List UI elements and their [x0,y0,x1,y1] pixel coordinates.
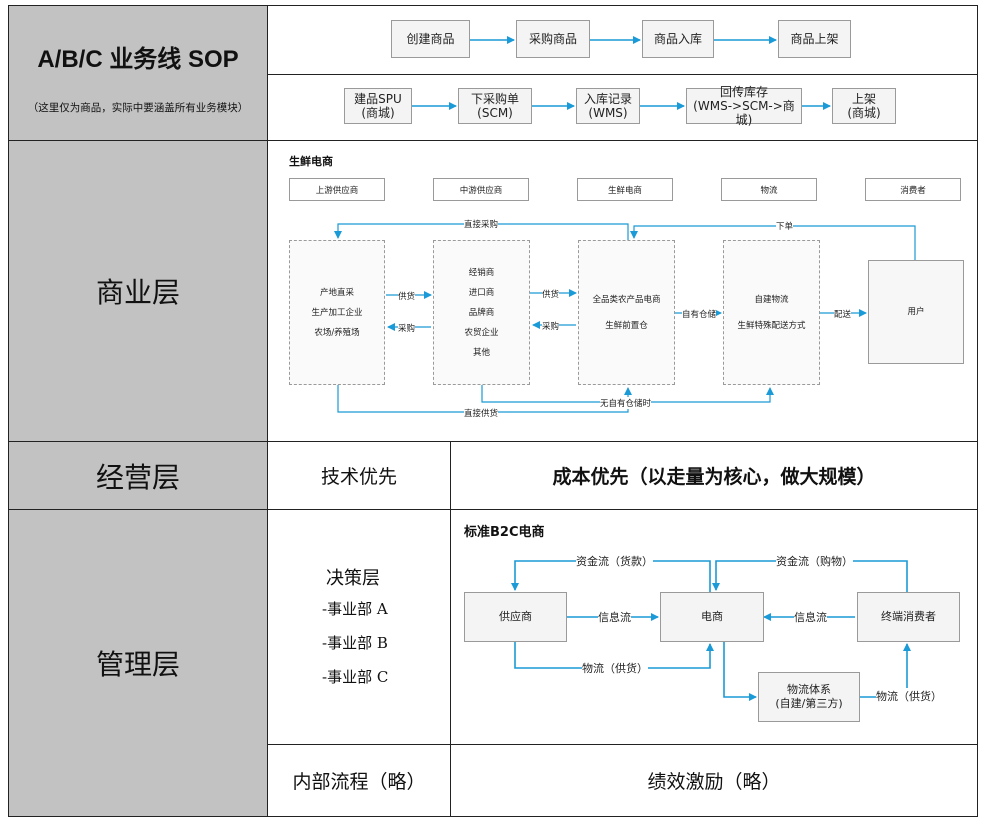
label-direct-purchase: 直接采购 [464,218,499,230]
label-info-2: 信息流 [794,609,827,625]
b2c-consumer-box: 终端消费者 [857,592,960,642]
fresh-header-logistics: 物流 [721,178,817,201]
fresh-header-midstream: 中游供应商 [433,178,529,201]
decision-title: 决策层 [326,568,380,589]
division-a: -事业部 A [322,600,388,618]
label-logistics-supply-2: 物流（供货） [876,688,942,704]
page-title: A/B/C 业务线 SOP [37,46,239,73]
performance-cell: 绩效激励（略） [450,744,978,817]
fresh-upstream-box: 产地直采 生产加工企业 农场/养殖场 [289,240,385,385]
internal-process-text: 内部流程（略） [292,771,426,793]
management-layer-cell: 管理层 [8,509,268,817]
fresh-logistics-box: 自建物流 生鲜特殊配送方式 [723,240,820,385]
flow-stock-in: 商品入库 [642,20,714,58]
label-cash-buy: 资金流（购物） [776,553,853,569]
b2c-supplier-box: 供应商 [464,592,567,642]
label-no-warehouse: 无自有仓储时 [600,397,652,409]
fresh-header-upstream: 上游供应商 [289,178,385,201]
flow-purchase-product: 采购商品 [516,20,590,58]
management-layer-label: 管理层 [95,648,180,681]
tech-first-text: 技术优先 [320,466,397,488]
title-cell: A/B/C 业务线 SOP （这里仅为商品，实际中要涵盖所有业务模块） [8,5,268,141]
sys-shelve: 上架(商城) [832,88,896,124]
business-layer-label: 商业层 [95,276,180,309]
cost-first-cell: 成本优先（以走量为核心，做大规模） [450,441,978,510]
label-delivery: 配送 [834,308,852,320]
b2c-logistics-box: 物流体系 (自建/第三方) [758,672,860,722]
flow-top-cell [267,5,978,75]
fresh-user-box: 用户 [868,260,964,364]
business-layer-cell: 商业层 [8,140,268,442]
decision-cell [267,509,451,745]
sys-return-inventory: 回传库存(WMS->SCM->商城) [686,85,802,127]
label-own-warehouse: 自有仓储 [682,308,717,320]
fresh-header-platform: 生鲜电商 [577,178,673,201]
internal-process-cell: 内部流程（略） [267,744,451,817]
b2c-title: 标准B2C电商 [464,525,545,540]
cost-first-text: 成本优先（以走量为核心，做大规模） [552,466,876,488]
label-purchase-1: 采购 [398,322,416,334]
label-supply-2: 供货 [542,288,560,300]
label-info-1: 信息流 [598,609,631,625]
flow-shelve: 商品上架 [778,20,851,58]
page-subtitle: （这里仅为商品，实际中要涵盖所有业务模块） [27,102,249,114]
sys-purchase-order: 下采购单(SCM) [458,88,532,124]
label-direct-supply: 直接供货 [464,407,499,419]
label-supply-1: 供货 [398,290,416,302]
fresh-platform-box: 全品类农产品电商 生鲜前置仓 [578,240,675,385]
fresh-title: 生鲜电商 [289,155,333,168]
operation-layer-cell: 经营层 [8,441,268,510]
division-c: -事业部 C [322,668,389,686]
label-logistics-supply-1: 物流（供货） [582,660,648,676]
sys-stock-record: 入库记录(WMS) [576,88,640,124]
label-order: 下单 [776,220,794,232]
label-cash-goods: 资金流（货款） [576,553,653,569]
sys-create-spu: 建品SPU(商城) [344,88,412,124]
fresh-header-consumer: 消费者 [865,178,961,201]
b2c-ecommerce-box: 电商 [660,592,764,642]
label-purchase-2: 采购 [542,320,560,332]
division-b: -事业部 B [322,634,388,652]
performance-text: 绩效激励（略） [647,771,781,793]
fresh-midstream-box: 经销商 进口商 品牌商 农贸企业 其他 [433,240,530,385]
operation-layer-label: 经营层 [95,460,180,494]
tech-first-cell: 技术优先 [267,441,451,510]
flow-create-product: 创建商品 [391,20,470,58]
